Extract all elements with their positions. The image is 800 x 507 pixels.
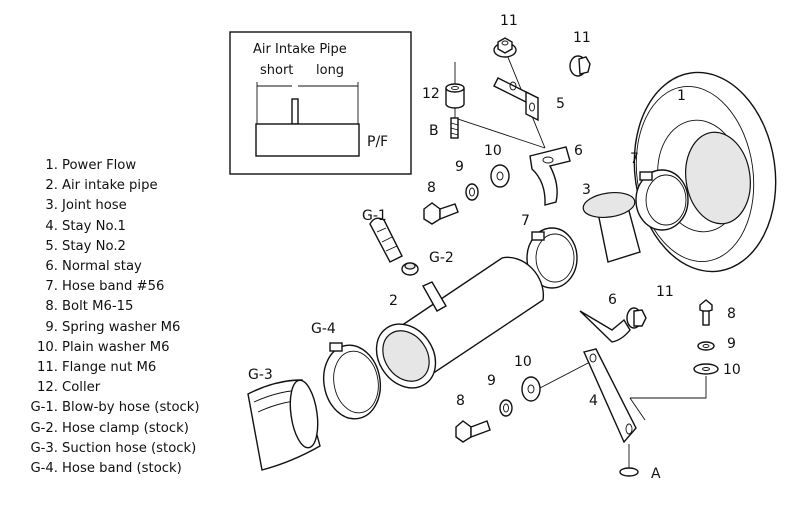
callout-2: 2 — [389, 293, 398, 309]
coller — [445, 83, 465, 109]
legend-item: 12.Coller — [37, 380, 101, 396]
callout-4: 4 — [589, 393, 598, 409]
callout-6-lower: 6 — [608, 292, 617, 308]
inset-short-label: short — [260, 63, 293, 78]
callout-9-right: 9 — [727, 336, 736, 352]
legend-item: G-1.Blow-by hose (stock) — [30, 400, 200, 416]
plain-washer-right — [693, 363, 719, 375]
legend-item: 3.Joint hose — [45, 198, 127, 214]
normal-stay-upper — [529, 146, 571, 206]
suction-hose — [247, 379, 321, 471]
callout-3: 3 — [582, 182, 591, 198]
spring-washer-lower — [499, 399, 513, 417]
air-intake-pipe — [375, 256, 545, 389]
callout-10-lower: 10 — [514, 354, 532, 370]
callout-9-upper: 9 — [455, 159, 464, 175]
bolt-right — [699, 299, 713, 326]
joint-hose — [582, 191, 641, 263]
callout-11-mid: 11 — [656, 284, 674, 300]
callout-8-upper: 8 — [427, 180, 436, 196]
inset-pf-label: P/F — [367, 134, 388, 150]
legend-item: 4.Stay No.1 — [45, 218, 126, 234]
callout-9-lower: 9 — [487, 373, 496, 389]
plain-washer-lower — [521, 376, 541, 402]
callout-5: 5 — [556, 96, 565, 112]
spring-washer-right — [697, 341, 715, 351]
inset-pipe-body — [255, 123, 360, 157]
inset-box: Air Intake Pipe short long P/F — [229, 31, 412, 175]
callout-10-right: 10 — [723, 362, 741, 378]
callout-1: 1 — [677, 88, 686, 104]
flange-nut-top — [493, 37, 517, 58]
legend-item: 7.Hose band #56 — [45, 279, 165, 295]
blow-by-nipple — [422, 281, 447, 312]
inset-pipe-nipple — [291, 98, 299, 125]
hose-clamp — [401, 262, 419, 276]
callout-g2: G-2 — [429, 250, 454, 266]
normal-stay-lower — [579, 310, 631, 343]
legend-item: G-4.Hose band (stock) — [30, 461, 182, 477]
bolt-lower — [455, 420, 491, 443]
callout-g4: G-4 — [311, 321, 336, 337]
callout-7-left: 7 — [521, 213, 530, 229]
legend-item: 1.Power Flow — [45, 158, 137, 173]
ref-a-mark — [619, 467, 639, 477]
parts-legend: 1.Power Flow 2.Air intake pipe 3.Joint h… — [16, 156, 216, 479]
blow-by-hose — [369, 217, 403, 263]
callout-8-right: 8 — [727, 306, 736, 322]
callout-11-right: 11 — [573, 30, 591, 46]
callout-10-upper: 10 — [484, 143, 502, 159]
plain-washer-upper — [490, 164, 510, 188]
stud-b — [450, 117, 459, 139]
legend-item: 6.Normal stay — [45, 259, 142, 275]
legend-item: 11.Flange nut M6 — [37, 360, 157, 376]
callout-g3: G-3 — [248, 367, 273, 383]
callout-g1: G-1 — [362, 208, 387, 224]
callout-6-upper: 6 — [574, 143, 583, 159]
legend-item: 10.Plain washer M6 — [37, 339, 170, 355]
flange-nut-right — [569, 55, 591, 77]
hose-band-left — [526, 227, 578, 289]
hose-band-right — [635, 169, 689, 231]
legend-item: 2.Air intake pipe — [45, 178, 158, 194]
legend-item: 8.Bolt M6-15 — [45, 299, 134, 315]
callout-8-lower: 8 — [456, 393, 465, 409]
legend-item: G-2.Hose clamp (stock) — [30, 420, 189, 436]
ref-b: B — [429, 123, 439, 139]
hose-band-stock — [322, 342, 382, 420]
inset-long-label: long — [316, 63, 344, 78]
bolt-upper — [423, 202, 459, 225]
flange-nut-mid — [626, 307, 647, 329]
legend-item: G-3.Suction hose (stock) — [30, 440, 197, 456]
callout-12: 12 — [422, 86, 440, 102]
inset-title: Air Intake Pipe — [253, 42, 347, 57]
callout-11-top: 11 — [500, 13, 518, 29]
ref-a: A — [651, 466, 661, 482]
legend-item: 9.Spring washer M6 — [45, 319, 181, 335]
spring-washer-upper — [465, 183, 479, 201]
stay-no1 — [583, 348, 637, 444]
stay-no2 — [493, 77, 539, 122]
callout-7-right: 7 — [630, 151, 639, 167]
legend-item: 5.Stay No.2 — [45, 238, 126, 254]
